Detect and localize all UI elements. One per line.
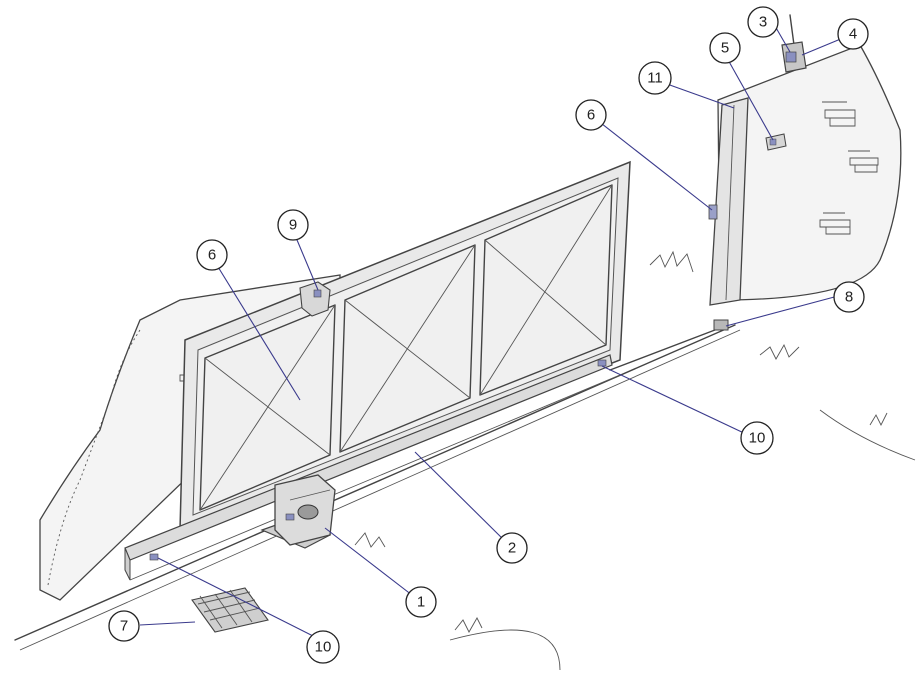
svg-text:2: 2 bbox=[508, 540, 516, 557]
callout-7: 7 bbox=[108, 610, 140, 642]
callout-1: 1 bbox=[405, 586, 437, 618]
callout-8: 8 bbox=[833, 281, 865, 313]
callout-2: 2 bbox=[496, 532, 528, 564]
callout-10-right: 10 bbox=[740, 421, 774, 455]
callout-6-left: 6 bbox=[196, 239, 228, 271]
gear-rack bbox=[124, 354, 621, 581]
svg-text:5: 5 bbox=[721, 40, 729, 57]
svg-text:7: 7 bbox=[120, 618, 128, 635]
limit-switch-left bbox=[149, 553, 159, 561]
gate-motor bbox=[260, 474, 336, 549]
callout-11: 11 bbox=[638, 61, 672, 95]
svg-text:10: 10 bbox=[749, 430, 766, 447]
svg-text:3: 3 bbox=[759, 14, 767, 31]
svg-text:11: 11 bbox=[647, 70, 663, 87]
gate-leaf bbox=[179, 160, 631, 532]
photocell-right bbox=[708, 204, 718, 220]
svg-text:10: 10 bbox=[315, 639, 332, 656]
svg-text:6: 6 bbox=[208, 247, 216, 264]
callout-5: 5 bbox=[709, 32, 741, 64]
guide-roller bbox=[299, 281, 331, 317]
svg-text:8: 8 bbox=[845, 289, 853, 306]
right-wall bbox=[717, 44, 902, 301]
callout-9: 9 bbox=[277, 209, 309, 241]
limit-switch-right bbox=[597, 359, 607, 367]
key-switch bbox=[765, 133, 787, 151]
svg-text:4: 4 bbox=[849, 26, 857, 43]
leader-lines bbox=[139, 25, 844, 642]
callout-4: 4 bbox=[837, 18, 869, 50]
svg-text:9: 9 bbox=[289, 217, 297, 234]
svg-text:1: 1 bbox=[417, 594, 425, 611]
receiving-post bbox=[708, 97, 749, 306]
svg-text:6: 6 bbox=[587, 107, 595, 124]
detection-mat bbox=[191, 587, 269, 633]
callout-10-bottom: 10 bbox=[306, 630, 340, 664]
callouts: 1 2 3 4 5 6 6 7 bbox=[108, 6, 869, 664]
cable-conduit bbox=[609, 319, 729, 371]
callout-3: 3 bbox=[747, 6, 779, 38]
callout-6-right: 6 bbox=[575, 99, 607, 131]
